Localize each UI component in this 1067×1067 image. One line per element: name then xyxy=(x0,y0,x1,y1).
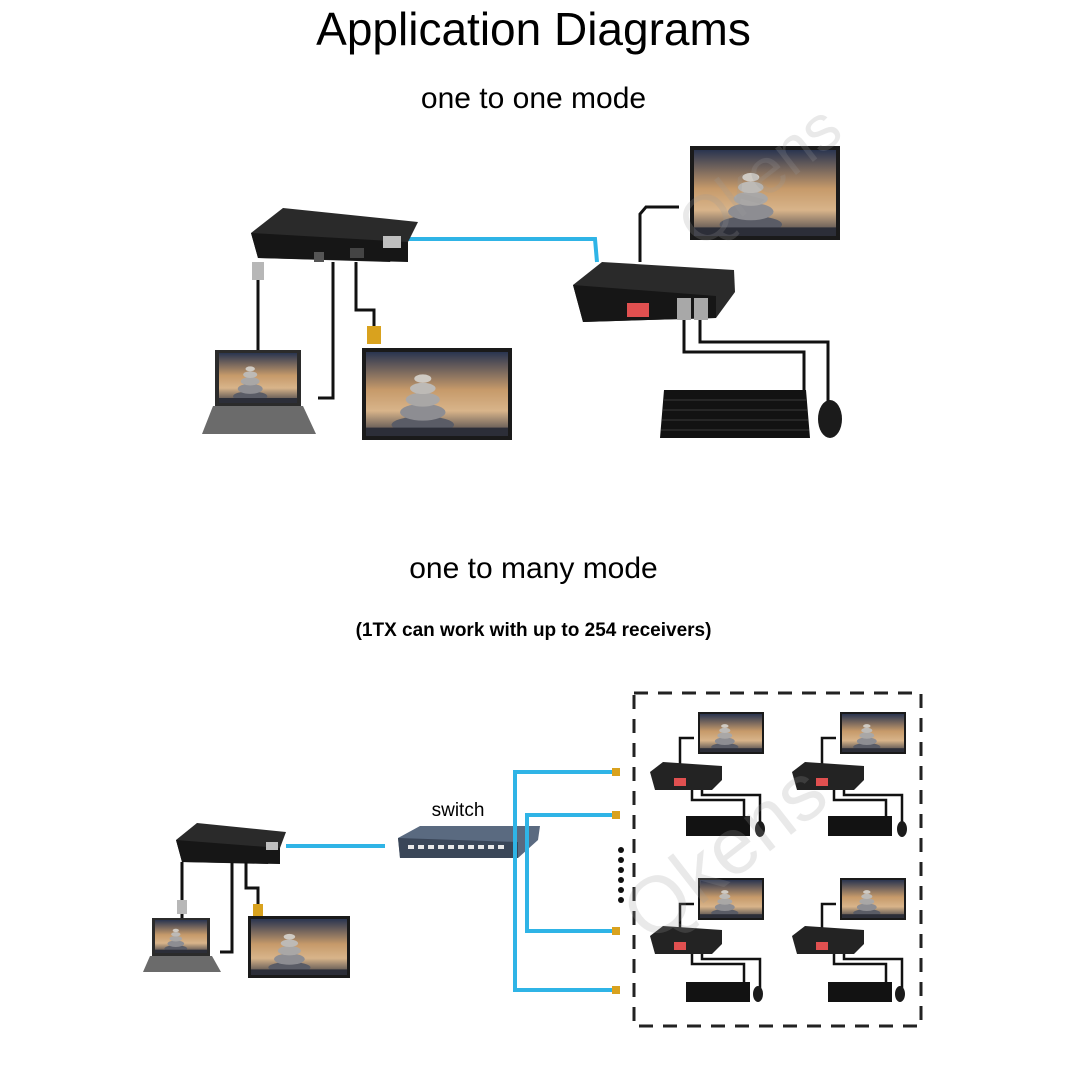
small-monitor xyxy=(248,916,350,978)
one-to-one-heading: one to one mode xyxy=(420,82,647,115)
receiver-unit-2 xyxy=(792,712,907,837)
keyboard-cable xyxy=(682,318,806,390)
receiver-box xyxy=(573,262,735,322)
small-laptop xyxy=(143,918,221,972)
hdmi-cable-monitor xyxy=(354,262,376,340)
receiver-unit-3 xyxy=(650,878,764,1002)
one-to-many-diagram: switch xyxy=(143,691,923,1028)
receivers-note: (1TX can work with up to 254 receivers) xyxy=(355,620,712,641)
page-title: Application Diagrams xyxy=(316,3,751,55)
transmitter-box xyxy=(251,208,418,262)
rx-monitor xyxy=(690,146,840,240)
tx-monitor xyxy=(362,348,512,440)
switch-label: switch xyxy=(432,800,485,821)
one-to-one-diagram xyxy=(202,146,842,440)
mouse-cable xyxy=(698,318,830,402)
network-switch xyxy=(398,826,540,858)
small-transmitter-box xyxy=(176,823,286,864)
receiver-unit-4 xyxy=(792,878,906,1002)
keyboard xyxy=(660,390,810,438)
one-to-many-heading: one to many mode xyxy=(409,552,658,585)
laptop xyxy=(202,350,316,434)
mouse xyxy=(818,400,842,438)
receiver-unit-1 xyxy=(650,712,765,837)
hdmi-cable-laptop xyxy=(318,262,335,400)
rx-hdmi-cable xyxy=(638,205,679,262)
more-receivers-dots xyxy=(618,847,624,903)
receiver-network-cables xyxy=(513,770,615,992)
network-cable xyxy=(408,237,599,263)
